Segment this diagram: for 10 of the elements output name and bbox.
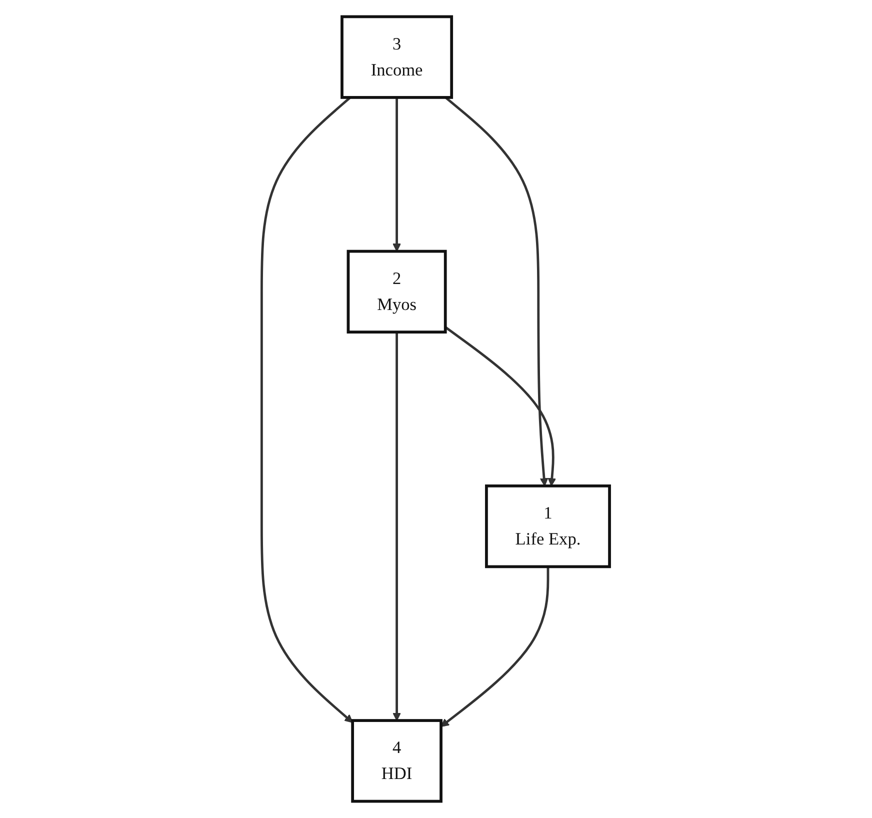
node-box: 1 Life Exp. [485, 484, 612, 568]
arrow [392, 332, 402, 721]
node-box: 2 Myos [347, 250, 448, 334]
arrow [392, 97, 402, 252]
node-box: 3 Income [340, 15, 454, 99]
node-box: 4 HDI [352, 719, 443, 803]
arrow [441, 566, 550, 727]
arrow [260, 96, 354, 723]
arrow [445, 96, 549, 486]
arrow [445, 326, 557, 486]
